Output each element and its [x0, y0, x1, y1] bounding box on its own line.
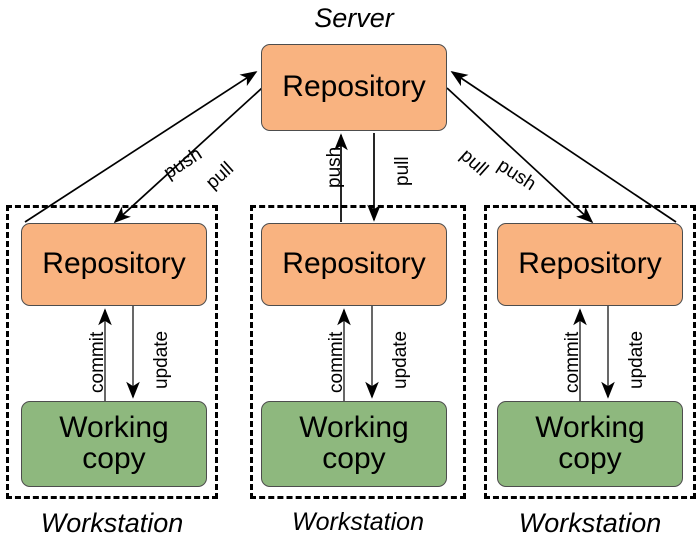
server-repository-box[interactable]: Repository — [261, 44, 447, 131]
workstation-2-working-copy-box[interactable]: Working copy — [261, 401, 447, 487]
workstation-frame-1 — [6, 205, 218, 499]
workstation-3-repository-label: Repository — [518, 247, 662, 281]
label-push-middle: push — [324, 146, 345, 188]
server-label: Server — [314, 3, 394, 33]
workstation-2-working-copy-label: Working copy — [299, 411, 409, 475]
arrow-pull-right — [446, 87, 594, 224]
label-update-left: update — [151, 330, 172, 389]
workstation-1-working-copy-box[interactable]: Working copy — [21, 401, 207, 487]
server-repository-label: Repository — [282, 70, 426, 104]
label-update-right: update — [626, 330, 647, 389]
workstation-1-repository-box[interactable]: Repository — [21, 223, 207, 306]
arrow-push-right — [450, 71, 677, 223]
workstation-2-repository-label: Repository — [282, 247, 426, 281]
label-commit-middle: commit — [326, 331, 347, 393]
workstation-frame-3 — [484, 205, 696, 499]
label-update-middle: update — [390, 330, 411, 389]
label-pull-middle: pull — [392, 156, 413, 186]
workstation-3-repository-box[interactable]: Repository — [497, 223, 683, 306]
workstation-2-repository-box[interactable]: Repository — [261, 223, 447, 306]
workstation-1-repository-label: Repository — [42, 247, 186, 281]
workstation-1-caption: Workstation — [40, 508, 184, 538]
arrow-push-left — [24, 71, 258, 223]
workstation-1-working-copy-label: Working copy — [59, 411, 169, 475]
workstation-2-caption: Workstation — [292, 508, 424, 536]
workstation-frame-2 — [250, 205, 466, 499]
label-commit-right: commit — [562, 331, 583, 393]
arrow-pull-left — [113, 87, 263, 224]
workstation-3-caption: Workstation — [518, 508, 662, 538]
label-commit-left: commit — [87, 331, 108, 393]
workstation-3-working-copy-label: Working copy — [535, 411, 645, 475]
workstation-3-working-copy-box[interactable]: Working copy — [497, 401, 683, 487]
